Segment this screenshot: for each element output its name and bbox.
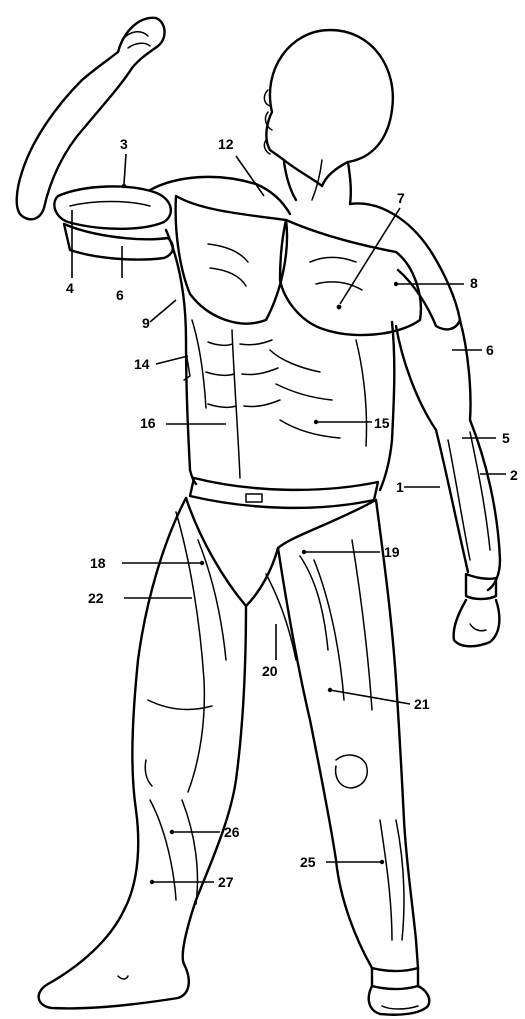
label-9: 9 xyxy=(142,315,150,331)
label-26: 26 xyxy=(224,824,240,840)
label-21: 21 xyxy=(414,696,430,712)
label-25: 25 xyxy=(300,854,316,870)
leader-lines xyxy=(72,154,506,884)
label-6-shoulder: 6 xyxy=(486,342,494,358)
label-19: 19 xyxy=(384,544,400,560)
label-14: 14 xyxy=(134,356,150,372)
label-6-arm: 6 xyxy=(116,287,124,303)
label-7: 7 xyxy=(397,190,405,206)
label-18: 18 xyxy=(90,555,106,571)
label-16: 16 xyxy=(140,415,156,431)
label-12: 12 xyxy=(218,136,234,152)
label-8: 8 xyxy=(470,275,478,291)
label-5: 5 xyxy=(502,430,510,446)
label-22: 22 xyxy=(88,590,104,606)
label-2: 2 xyxy=(510,467,518,483)
body-outline xyxy=(17,18,500,1015)
label-20: 20 xyxy=(262,663,278,679)
label-27: 27 xyxy=(218,874,234,890)
label-1: 1 xyxy=(396,479,404,495)
label-4: 4 xyxy=(66,280,74,296)
label-15: 15 xyxy=(374,415,390,431)
label-3: 3 xyxy=(120,136,128,152)
